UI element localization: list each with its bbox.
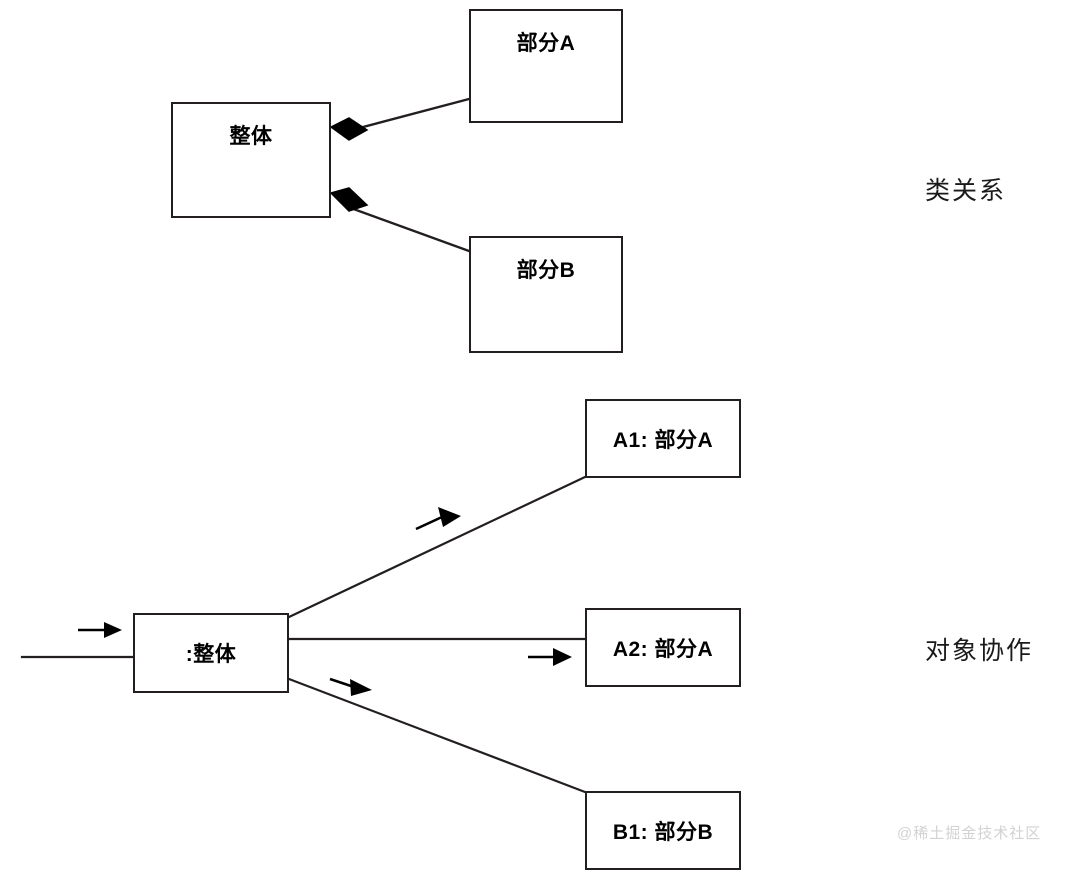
edge-line [346,205,471,253]
object-node-b1[interactable]: B1: 部分B [585,791,741,870]
class-node-part-b-label: 部分B [516,259,576,282]
class-node-part-a[interactable]: 部分A [469,9,623,123]
arrow-head-icon [350,679,372,696]
caption-class-relation: 类关系 [925,177,1007,205]
message-arrow-shaft [329,677,355,689]
object-node-a2-label: A2: 部分A [612,637,714,661]
edge-line [346,97,471,133]
object-node-b1-label: B1: 部分B [612,820,714,844]
edge-line [287,475,587,619]
class-node-whole-label: 整体 [229,125,273,148]
arrow-head-icon [438,507,461,527]
edge-composition-whole-part-b [329,187,471,253]
arrow-head-icon [553,648,572,666]
edge-composition-whole-part-a [329,97,471,141]
edge-incoming-message-to-whole [20,622,135,659]
filled-diamond-icon [329,117,369,141]
class-node-part-a-label: 部分A [516,32,576,55]
object-node-a1[interactable]: A1: 部分A [585,399,741,478]
class-node-whole[interactable]: 整体 [171,102,331,218]
message-arrow-shaft [415,515,443,531]
watermark: @稀土掘金技术社区 [897,825,1042,842]
object-node-whole[interactable]: :整体 [133,613,289,693]
object-node-whole-label: :整体 [185,643,237,666]
arrow-head-icon [104,622,122,638]
edge-link-whole-b1 [287,677,587,794]
caption-object-collaboration: 对象协作 [925,637,1034,665]
object-node-a2[interactable]: A2: 部分A [585,608,741,687]
edge-link-whole-a1 [287,475,587,619]
filled-diamond-icon [329,187,369,212]
edge-line [287,677,587,794]
edge-link-whole-a2 [287,637,587,666]
object-node-a1-label: A1: 部分A [612,428,714,452]
class-node-part-b[interactable]: 部分B [469,236,623,353]
